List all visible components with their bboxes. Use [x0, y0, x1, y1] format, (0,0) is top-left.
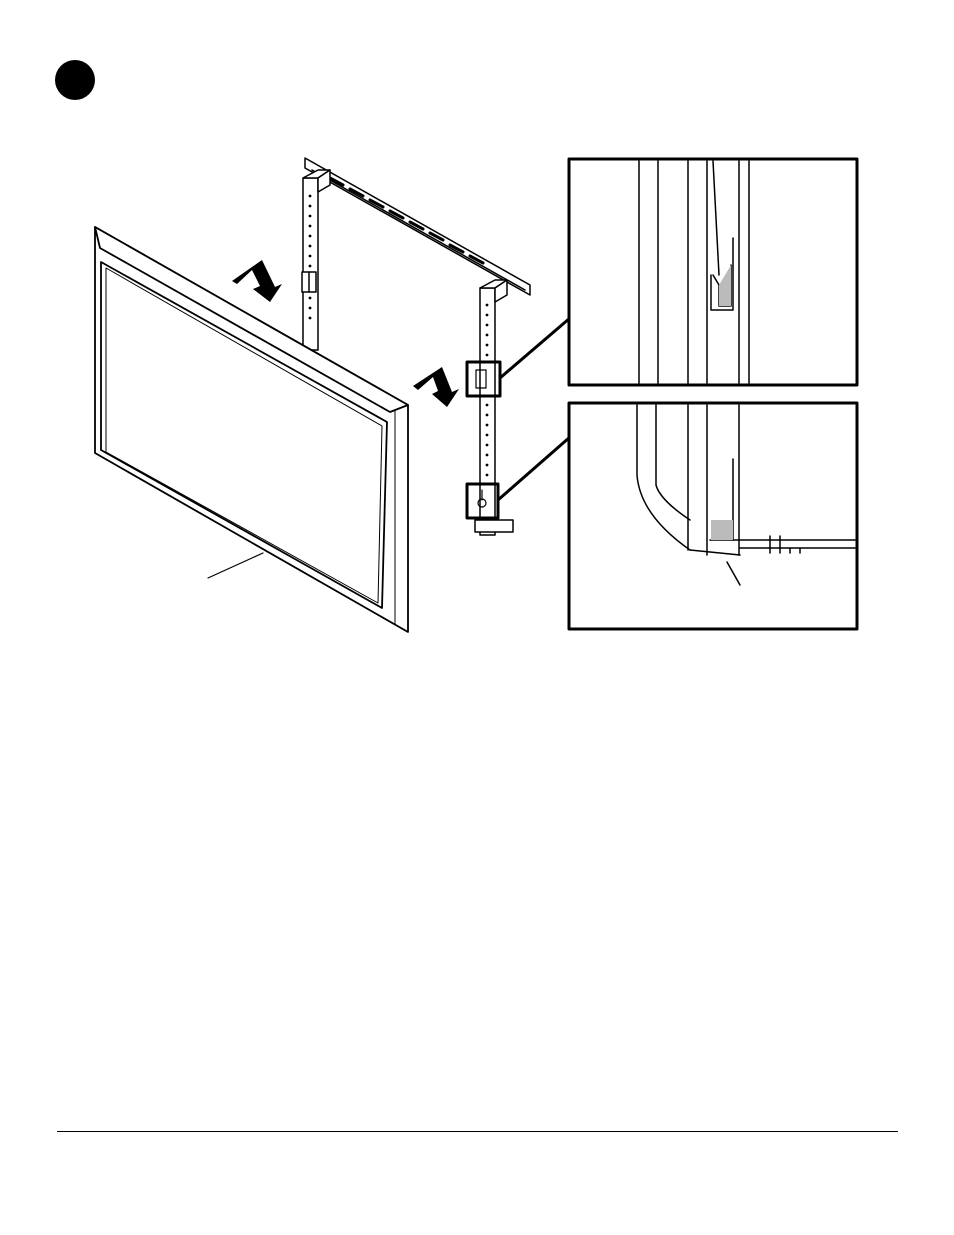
flat-panel-display [95, 227, 408, 632]
wall-rail [305, 158, 530, 295]
right-bracket-arm [475, 280, 513, 535]
display-leader-line [208, 553, 263, 578]
lift-arrow-upper [232, 260, 282, 302]
installation-illustration [0, 0, 954, 700]
lower-tab-detail-view [569, 403, 857, 629]
lift-arrow-lower [413, 367, 459, 407]
footer-rule [57, 1131, 898, 1132]
upper-hook-detail-view [569, 159, 857, 385]
left-bracket-arm [302, 170, 330, 350]
